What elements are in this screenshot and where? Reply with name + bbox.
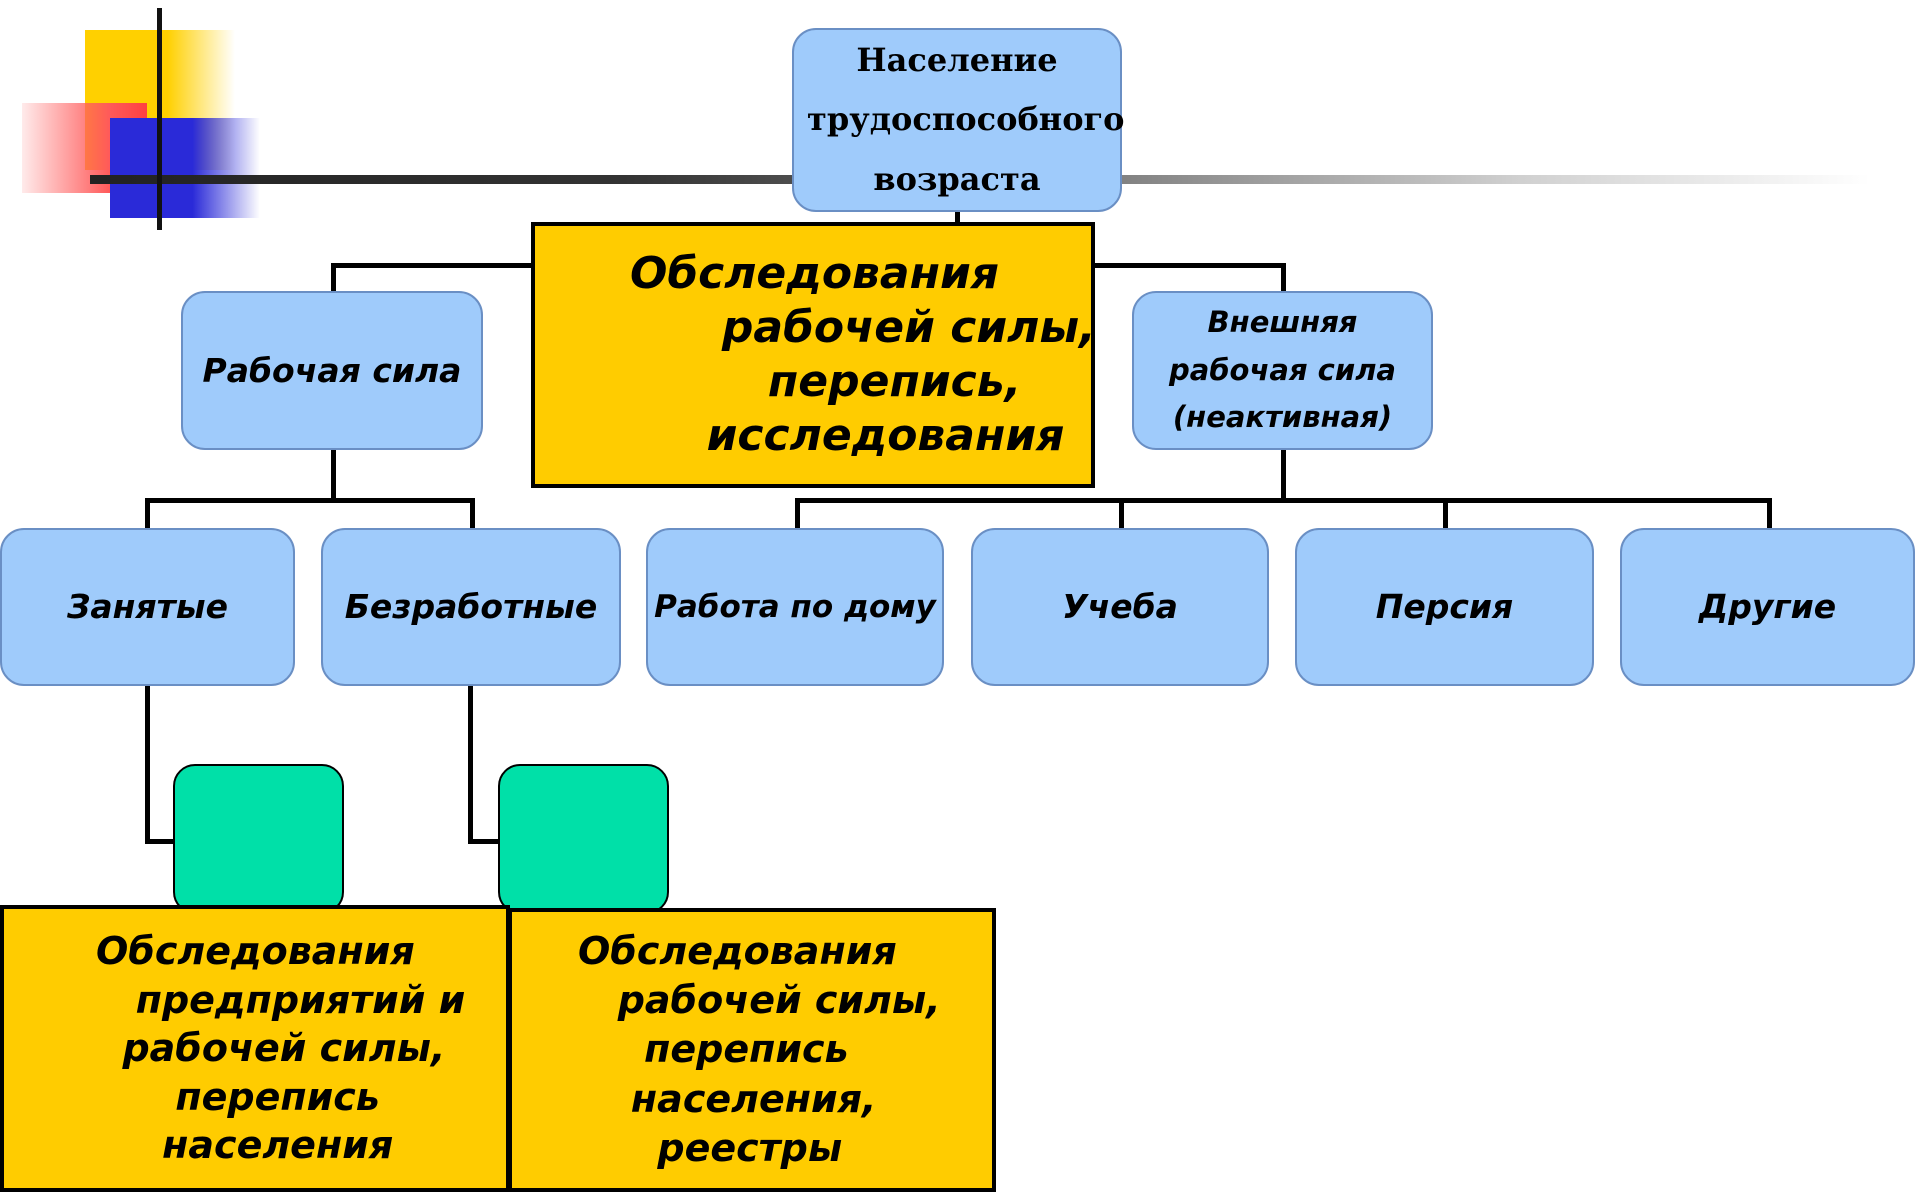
node-study-label: Учеба — [1062, 587, 1178, 627]
node-working-age-population-label: Население трудоспособного возраста — [807, 41, 1125, 198]
connector-level2-right-bar — [795, 498, 1770, 503]
node-employed: Занятые — [0, 528, 295, 686]
connector-level2-left-bar — [145, 498, 475, 503]
decor-blue-square — [110, 118, 260, 218]
connector-unemployed-to-green — [468, 839, 503, 844]
node-employed-label: Занятые — [66, 587, 229, 627]
node-working-age-population: Население трудоспособного возраста — [792, 28, 1125, 212]
node-outside-labour-force-label: Внешняя рабочая сила (неактивная) — [1168, 304, 1396, 435]
connector-to-labour-force — [331, 263, 336, 293]
node-housework-label: Работа по дому — [654, 588, 936, 625]
connector-to-pension — [1443, 498, 1448, 528]
node-study: Учеба — [971, 528, 1269, 686]
node-housework: Работа по дому — [646, 528, 944, 686]
node-other: Другие — [1620, 528, 1915, 686]
callout-unemployed-sources-text: Обследования рабочей силы, перепись насе… — [578, 928, 941, 1171]
connector-to-other — [1767, 498, 1772, 528]
connector-to-employed — [145, 498, 150, 528]
node-unemployed-label: Безработные — [344, 587, 598, 627]
decor-vertical-rule — [157, 8, 162, 230]
callout-employed-sources-text: Обследования предприятий и рабочей силы,… — [96, 928, 466, 1168]
node-labour-force: Рабочая сила — [181, 291, 483, 450]
node-pension: Персия — [1295, 528, 1594, 686]
connector-to-housework — [795, 498, 800, 528]
node-pension-label: Персия — [1375, 587, 1514, 627]
connector-to-outside-labour-force — [1281, 263, 1286, 293]
connector-outside-down — [1281, 448, 1286, 500]
connector-employed-to-green — [145, 839, 180, 844]
green-box-employed — [173, 764, 344, 914]
node-outside-labour-force: Внешняя рабочая сила (неактивная) — [1132, 291, 1433, 450]
connector-employed-down — [145, 683, 150, 844]
green-box-unemployed — [498, 764, 669, 914]
connector-to-unemployed — [470, 498, 475, 528]
node-other-label: Другие — [1698, 587, 1837, 627]
connector-labour-force-down — [331, 448, 336, 500]
callout-labour-surveys-census: Обследования рабочей силы, перепись, исс… — [531, 222, 1096, 488]
connector-unemployed-down — [468, 683, 473, 844]
callout-labour-surveys-census-text: Обследования рабочей силы, перепись, исс… — [630, 247, 1096, 462]
callout-unemployed-sources: Обследования рабочей силы, перепись насе… — [508, 908, 996, 1192]
callout-employed-sources: Обследования предприятий и рабочей силы,… — [0, 905, 510, 1192]
connector-top-stem — [955, 208, 960, 228]
connector-to-study — [1119, 498, 1124, 528]
node-unemployed: Безработные — [321, 528, 621, 686]
node-labour-force-label: Рабочая сила — [202, 350, 462, 390]
